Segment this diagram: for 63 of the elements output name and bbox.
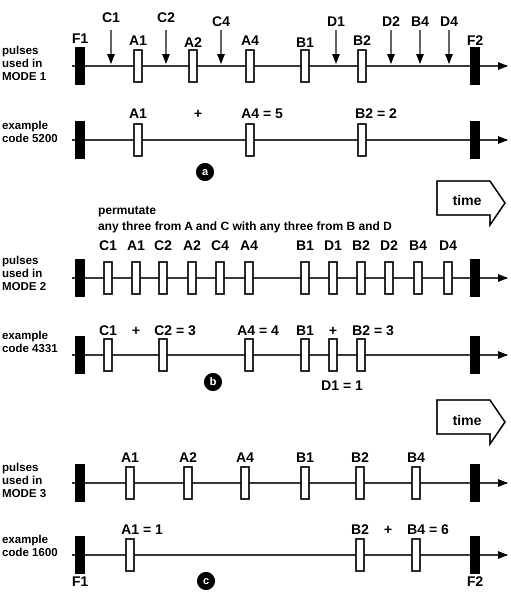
- pulse-label: B4: [409, 238, 427, 253]
- panel-letter-badge: b: [204, 373, 222, 391]
- code-digit-label: B2 = 2: [355, 106, 397, 121]
- code-digit-label: B2 = 3: [352, 323, 394, 338]
- time-label: time: [452, 193, 482, 208]
- pulse-label: C1: [99, 238, 117, 253]
- pulse-label: B4: [411, 14, 429, 29]
- pulse-label: B1: [296, 323, 314, 338]
- note-text: permutate: [98, 203, 156, 218]
- row-label: pulses used in MODE 1: [2, 45, 48, 84]
- pulse-label: B2: [352, 238, 370, 253]
- frame-label: F2: [466, 33, 484, 48]
- pulse-label: D2: [382, 14, 400, 29]
- row-label: pulses used in MODE 3: [2, 462, 48, 501]
- pulse-label: B4: [407, 450, 425, 465]
- pulse-label: B2: [351, 450, 369, 465]
- plus-sign: +: [328, 323, 338, 338]
- code-digit-label: A4 = 5: [241, 106, 283, 121]
- pulse-label: A1: [129, 106, 147, 121]
- pulse-label: A4: [241, 33, 259, 48]
- frame-label: F2: [466, 574, 484, 589]
- pulse-label: C4: [212, 14, 230, 29]
- pulse-label: D1: [324, 238, 342, 253]
- pulse-label: D4: [439, 238, 457, 253]
- code-digit-label: C2 = 3: [154, 323, 196, 338]
- pulse-label: A2: [184, 35, 202, 50]
- pulse-label: C1: [99, 323, 117, 338]
- panel-letter-badge: c: [197, 572, 215, 590]
- pulse-label: A1: [121, 450, 139, 465]
- code-digit-label: D1 = 1: [321, 378, 363, 393]
- row-label: example code 1600: [2, 534, 58, 560]
- pulse-label: D4: [440, 14, 458, 29]
- pulse-label: A4: [240, 238, 258, 253]
- row-label: example code 4331: [2, 330, 58, 356]
- pulse-label: B2: [353, 33, 371, 48]
- plus-sign: +: [194, 106, 202, 121]
- code-digit-label: A4 = 4: [237, 323, 279, 338]
- pulse-label: B2: [351, 522, 369, 537]
- pulse-label: A2: [179, 450, 197, 465]
- time-label: time: [452, 413, 482, 428]
- pulse-label: B1: [296, 35, 314, 50]
- frame-label: F1: [72, 574, 88, 589]
- pulse-label: C1: [102, 10, 120, 25]
- pulse-label: C2: [154, 238, 172, 253]
- frame-label: F1: [72, 31, 88, 46]
- row-label: example code 5200: [2, 120, 58, 146]
- row-label: pulses used in MODE 2: [2, 255, 48, 294]
- pulse-label: A2: [183, 238, 201, 253]
- pulse-label: D2: [380, 238, 398, 253]
- note-text: any three from A and C with any three from B and D: [98, 219, 392, 234]
- pulse-label: B1: [296, 238, 314, 253]
- pulse-label: A4: [236, 450, 254, 465]
- pulse-label: B1: [296, 450, 314, 465]
- pulse-label: C2: [157, 10, 175, 25]
- panel-letter-badge: a: [196, 163, 214, 181]
- plus-sign: +: [384, 522, 392, 537]
- pulse-label: C4: [211, 238, 229, 253]
- code-digit-label: A1 = 1: [121, 522, 163, 537]
- plus-sign: +: [132, 323, 140, 338]
- pulse-label: A1: [129, 33, 147, 48]
- pulse-label: A1: [127, 238, 145, 253]
- code-digit-label: B4 = 6: [407, 522, 449, 537]
- pulse-label: D1: [327, 14, 345, 29]
